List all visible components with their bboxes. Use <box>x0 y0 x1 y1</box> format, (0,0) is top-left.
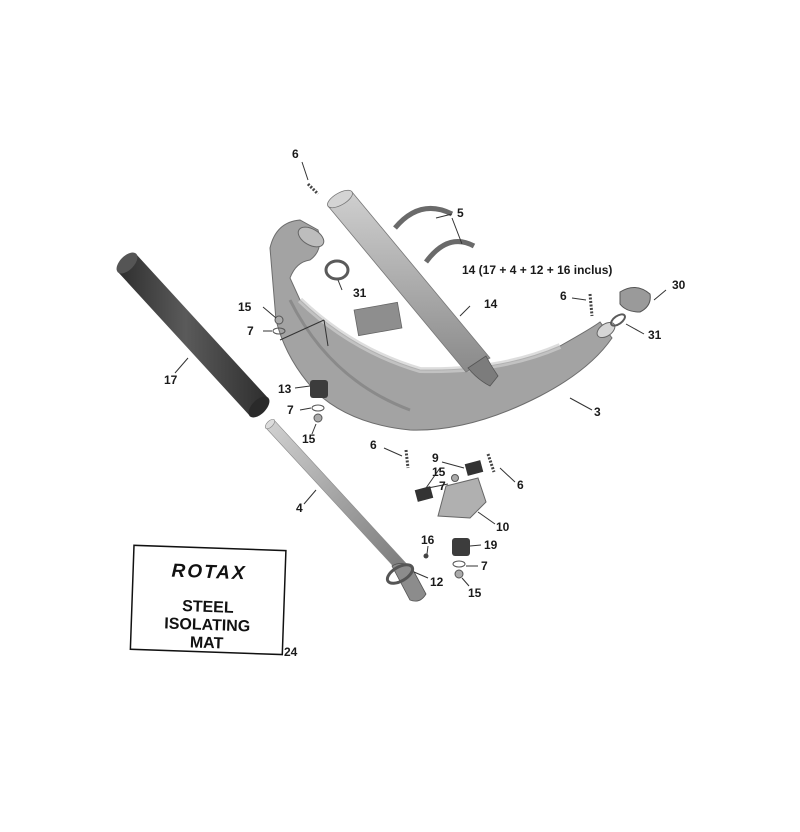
callout-16: 16 <box>421 533 435 547</box>
callout-15: 15 <box>468 586 482 600</box>
callout-3: 3 <box>594 405 601 419</box>
clamp-parts <box>393 205 476 264</box>
seal-parts <box>324 259 626 327</box>
bracket-part <box>414 460 487 519</box>
callout-4: 4 <box>296 501 303 515</box>
mat-line-2: ISOLATING <box>164 615 250 635</box>
expansion-chamber-part <box>269 219 616 431</box>
isolating-mat-part: ROTAX STEEL ISOLATING MAT <box>129 544 287 656</box>
cap-part <box>619 287 651 313</box>
callout-7: 7 <box>287 403 294 417</box>
callout-17: 17 <box>164 373 178 387</box>
callout-9: 9 <box>432 451 439 465</box>
callout-30: 30 <box>672 278 686 292</box>
mat-line-3: MAT <box>190 634 224 652</box>
kit-note: 14 (17 + 4 + 12 + 16 inclus) <box>462 263 612 277</box>
callout-24: 24 <box>284 645 298 659</box>
callout-31: 31 <box>648 328 662 342</box>
callout-6: 6 <box>560 289 567 303</box>
tail-pipe-part <box>385 563 427 602</box>
spring-parts <box>306 182 594 473</box>
callout-15: 15 <box>238 300 252 314</box>
callout-7: 7 <box>481 559 488 573</box>
callout-12: 12 <box>430 575 444 589</box>
callout-7: 7 <box>439 479 446 493</box>
leader-lines <box>174 161 667 587</box>
callout-15: 15 <box>432 465 446 479</box>
callout-6: 6 <box>292 147 299 161</box>
callout-10: 10 <box>496 520 510 534</box>
callout-6: 6 <box>517 478 524 492</box>
callout-7: 7 <box>247 324 254 338</box>
callout-5: 5 <box>457 206 464 220</box>
mat-line-1: STEEL <box>182 598 234 617</box>
mat-brand: ROTAX <box>171 561 247 585</box>
callout-14: 14 <box>484 297 498 311</box>
rubber-mount-parts <box>310 380 470 556</box>
callout-15: 15 <box>302 432 316 446</box>
callout-31: 31 <box>353 286 367 300</box>
muffler-part <box>327 189 499 387</box>
rubber-sleeve-part <box>116 252 270 418</box>
callout-6: 6 <box>370 438 377 452</box>
callout-labels: 6 5 14 31 15 7 17 13 7 15 6 30 31 3 6 9 … <box>164 147 686 659</box>
callout-19: 19 <box>484 538 498 552</box>
callout-13: 13 <box>278 382 292 396</box>
